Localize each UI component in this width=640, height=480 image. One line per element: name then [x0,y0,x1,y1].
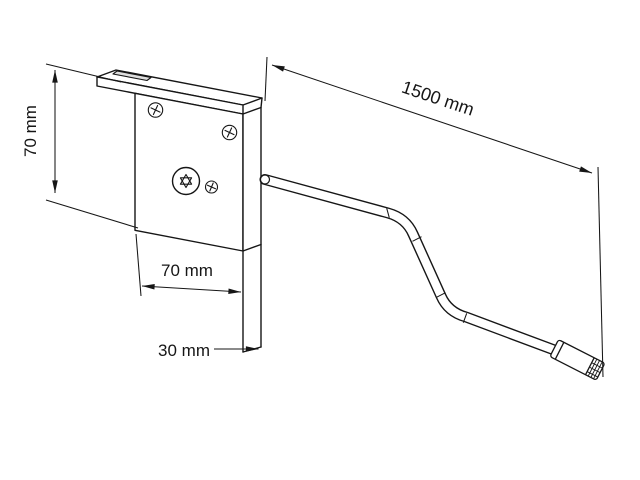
dim-width-label: 70 mm [161,261,213,280]
mounting-plate-right-edge [260,97,263,109]
drive-hub [171,166,201,196]
dim-width-ext-left [135,233,142,297]
gearbox-side-face [242,106,262,252]
dim-offset-label: 30 mm [158,341,210,360]
shaft-boss [259,174,271,185]
phillips-screw-right [221,124,238,141]
dim-width-70mm [135,233,242,297]
dim-length-ext-left [264,56,268,102]
crank-rod-outline [259,174,563,357]
torx-screw [179,173,193,189]
dim-height-ext-top [45,63,122,83]
dim-length-1500mm [264,56,604,378]
rod-bend-edges [386,208,468,323]
dim-height-label: 70 mm [21,105,40,157]
dim-height-70mm [45,63,139,229]
mounting-slot [112,70,152,82]
crank-rod [259,174,563,357]
dim-height-ext-bottom [45,199,139,229]
phillips-screw-top [147,102,164,118]
dim-length-ext-right [597,166,604,378]
dim-length-line [271,64,593,174]
dim-length-label: 1500 mm [399,77,477,120]
dim-width-line [141,283,242,295]
handle-grip [550,339,605,380]
phillips-screw-hub [204,180,219,194]
crank-rod-fill [260,175,562,356]
grip-knurl-pattern [587,359,603,379]
